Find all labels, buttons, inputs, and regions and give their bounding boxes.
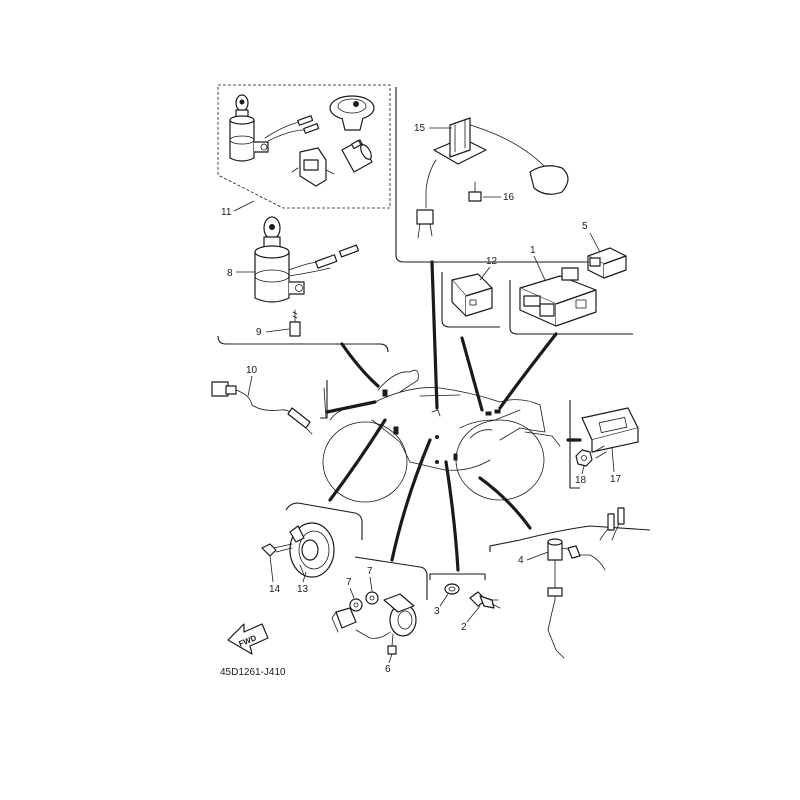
brake-switch-group: 4 <box>489 507 651 659</box>
drawing-code: 45D1261-J410 <box>220 667 286 678</box>
callout-5: 5 <box>582 221 588 232</box>
callout-14: 14 <box>269 584 281 595</box>
lock-cylinder <box>341 139 373 173</box>
switch-2 <box>469 591 501 609</box>
rear-lamp-group: 17 18 <box>569 400 639 489</box>
horn-13 <box>289 522 335 578</box>
callout-8: 8 <box>227 268 233 279</box>
fuel-tank-cap <box>329 95 375 131</box>
main-switch-small <box>229 94 320 162</box>
motorcycle-outline <box>322 369 561 503</box>
leader-lines <box>325 260 582 572</box>
brake-switch-4 <box>547 507 625 659</box>
screw-16 <box>468 181 482 202</box>
forward-arrow: FWD <box>227 623 269 655</box>
callout-13: 13 <box>297 584 309 595</box>
fuel-sender-group: 15 16 <box>395 87 600 263</box>
callout-9: 9 <box>256 327 262 338</box>
lock-set-group: 11 <box>217 84 391 218</box>
callout-6: 6 <box>385 664 391 675</box>
washer-7a <box>349 598 363 612</box>
screw-9 <box>289 309 301 337</box>
callout-1: 1 <box>530 245 536 256</box>
cdi-unit <box>519 267 597 327</box>
horn-group: 13 14 <box>261 502 363 595</box>
callout-10: 10 <box>246 365 258 376</box>
bolt-14 <box>261 543 293 557</box>
gasket-3 <box>444 583 460 595</box>
nut-18 <box>575 445 607 467</box>
sensor-group: 10 <box>211 365 328 435</box>
callout-16: 16 <box>503 192 515 203</box>
sensor-10 <box>211 381 313 435</box>
callout-15: 15 <box>414 123 426 134</box>
main-switch-group: 8 9 <box>217 216 389 353</box>
cdi-group: 1 5 <box>509 221 633 335</box>
callout-4: 4 <box>518 555 524 566</box>
relay-12 <box>451 273 493 317</box>
starter-relay-group: 7 7 6 <box>331 556 428 675</box>
flasher-relay <box>587 247 627 279</box>
fuel-sender-unit <box>416 117 569 239</box>
callout-18: 18 <box>575 475 587 486</box>
main-switch <box>254 216 360 303</box>
rear-lamp-17 <box>581 407 639 453</box>
relay-group: 12 <box>441 256 500 328</box>
seat-lock <box>291 147 335 187</box>
washer-7b <box>365 591 379 605</box>
callout-12: 12 <box>486 256 498 267</box>
callout-2: 2 <box>461 622 467 633</box>
callout-7-right: 7 <box>367 566 373 577</box>
callout-3: 3 <box>434 606 440 617</box>
callout-7-left: 7 <box>346 577 352 588</box>
callout-11: 11 <box>221 207 232 218</box>
callout-17: 17 <box>610 474 622 485</box>
switch-group: 3 2 <box>429 573 501 633</box>
starter-relay-6 <box>331 593 417 655</box>
